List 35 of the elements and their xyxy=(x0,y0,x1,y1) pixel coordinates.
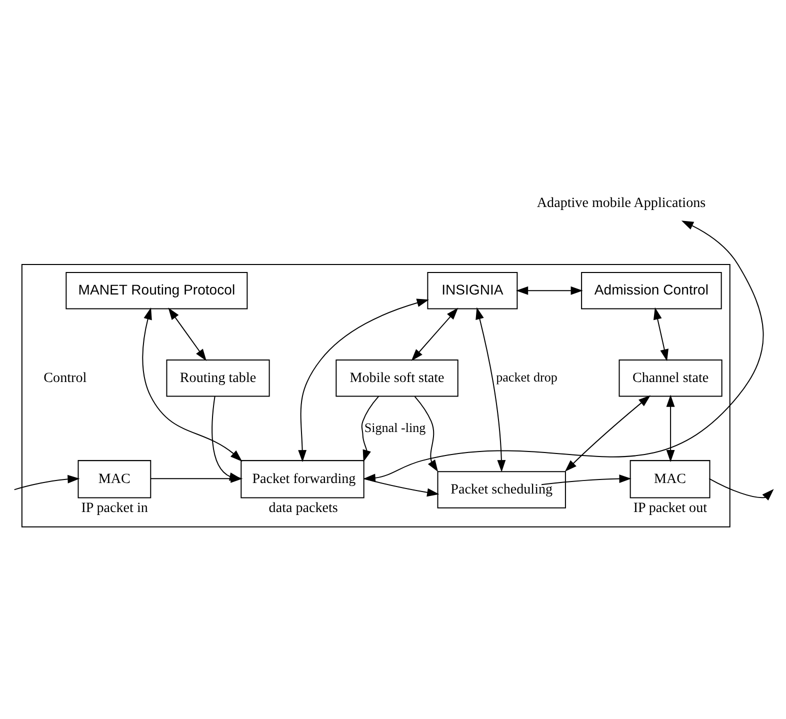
arrow xyxy=(362,220,764,482)
node-box: MANET Routing Protocol xyxy=(65,272,248,309)
node-box: Channel state xyxy=(618,359,722,396)
node-label: IP packet out xyxy=(632,500,707,516)
node-box: MAC xyxy=(629,460,710,498)
label: Control xyxy=(43,369,86,386)
node-label: data packets xyxy=(268,500,338,516)
arrow xyxy=(666,394,674,462)
node-box: Admission Control xyxy=(580,272,722,309)
arrow xyxy=(475,306,506,472)
node-text: Adaptive mobile Applications xyxy=(536,194,706,210)
arrow xyxy=(652,306,668,361)
arrow xyxy=(142,307,242,462)
arrow xyxy=(360,395,379,462)
edge-label: packet drop xyxy=(496,369,557,384)
arrow xyxy=(410,307,458,360)
node-box: INSIGNIA xyxy=(426,272,518,309)
arrow xyxy=(414,396,438,472)
arrow xyxy=(516,286,582,294)
node-box: Packet scheduling xyxy=(436,470,566,508)
node-box: Packet forwarding xyxy=(240,460,364,498)
arrow xyxy=(14,474,80,490)
arrow xyxy=(540,474,631,485)
arrow xyxy=(363,478,439,496)
node-label: IP packet in xyxy=(80,500,148,516)
arrow xyxy=(298,298,428,462)
node-box: Routing table xyxy=(166,359,270,396)
node-box: Mobile soft state xyxy=(335,359,458,396)
edge-label: Signal -ling xyxy=(364,419,426,434)
arrow xyxy=(564,394,650,472)
arrow xyxy=(168,307,206,361)
arrow xyxy=(211,396,242,480)
arrow xyxy=(708,478,774,500)
cluster xyxy=(20,263,730,527)
node-box: MAC xyxy=(77,460,151,498)
